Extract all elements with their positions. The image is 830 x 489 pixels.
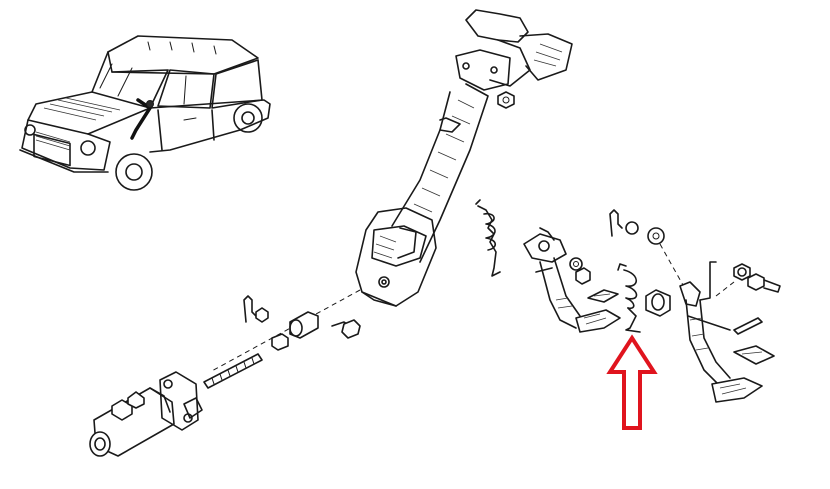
center-return-spring	[617, 263, 641, 333]
pedal-bracket-assembly	[355, 9, 573, 307]
up-arrow-icon	[606, 334, 658, 430]
pivot-bolt-group	[699, 261, 781, 301]
brake-pedal-group	[609, 209, 775, 403]
car-illustration	[19, 35, 271, 191]
clutch-pedal-group	[523, 227, 621, 333]
master-cylinder-group	[89, 289, 361, 457]
return-spring-left	[475, 199, 501, 277]
